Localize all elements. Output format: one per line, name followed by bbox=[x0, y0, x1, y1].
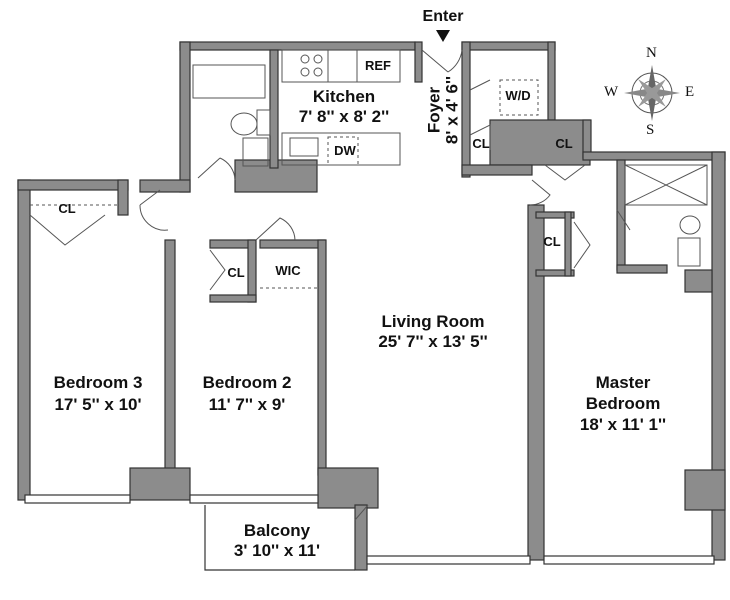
master-name: Master bbox=[595, 373, 651, 392]
entry-arrow-icon bbox=[436, 30, 450, 42]
wic-label: WIC bbox=[275, 263, 301, 278]
living-size: 25' 7'' x 13' 5'' bbox=[378, 332, 488, 351]
compass-icon bbox=[624, 65, 680, 121]
closet-label-bedroom3: CL bbox=[58, 201, 76, 216]
closet-label-foyer: CL bbox=[472, 136, 490, 151]
balcony-name: Balcony bbox=[243, 521, 311, 540]
ref-label: REF bbox=[365, 58, 391, 73]
windows bbox=[24, 494, 715, 565]
walls bbox=[17, 41, 726, 571]
doors bbox=[29, 49, 631, 521]
bedroom2-size: 11' 7'' x 9' bbox=[208, 395, 286, 414]
closet-label-hall: CL bbox=[555, 136, 573, 151]
living-name: Living Room bbox=[381, 312, 485, 331]
closet-label-master: CL bbox=[543, 234, 561, 249]
balcony-outline bbox=[204, 505, 355, 571]
compass-east: E bbox=[685, 84, 695, 100]
bedroom3-name: Bedroom 3 bbox=[53, 373, 143, 392]
bedroom3-size: 17' 5'' x 10' bbox=[54, 395, 142, 414]
closet-label-bedroom2: CL bbox=[227, 265, 245, 280]
master-name-2: Bedroom bbox=[585, 394, 661, 413]
foyer-size: 8' x 4' 6'' bbox=[442, 75, 462, 145]
balcony-size: 3' 10'' x 11' bbox=[233, 541, 321, 560]
compass-west: W bbox=[604, 84, 619, 100]
kitchen-name: Kitchen bbox=[312, 87, 376, 106]
compass-north: N bbox=[646, 45, 657, 61]
kitchen-fixtures bbox=[30, 49, 708, 289]
bedroom2-name: Bedroom 2 bbox=[202, 373, 292, 392]
master-size: 18' x 11' 1'' bbox=[579, 415, 667, 434]
entry-label: Enter bbox=[422, 8, 464, 25]
foyer-name: Foyer bbox=[424, 86, 444, 134]
compass-south: S bbox=[646, 122, 655, 138]
kitchen-size: 7' 8'' x 8' 2'' bbox=[298, 107, 390, 126]
wd-label: W/D bbox=[505, 88, 531, 103]
dw-label: DW bbox=[334, 143, 356, 158]
